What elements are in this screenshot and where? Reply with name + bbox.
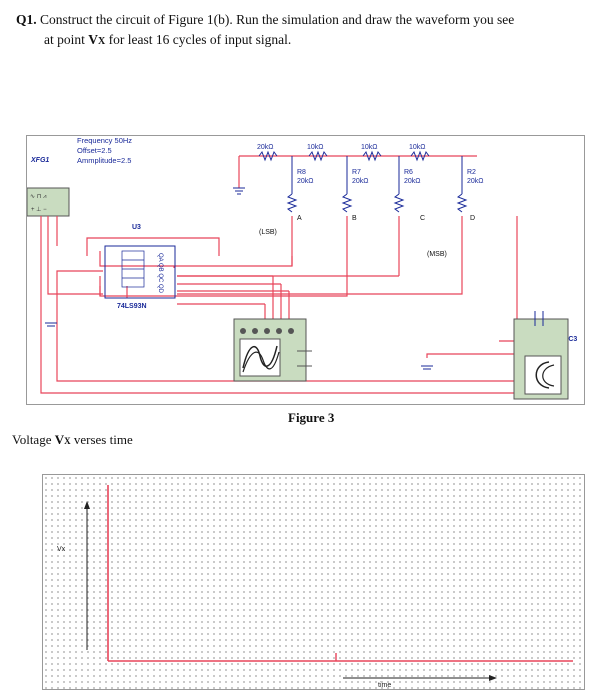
node-a: A	[297, 215, 302, 222]
x-arrow-head	[489, 675, 497, 681]
gen-name: XFG1	[30, 157, 49, 164]
node-c: C	[420, 215, 425, 222]
question-number: Q1.	[16, 12, 37, 27]
circuit-svg: Frequency 50Hz Offset=2.5 Ammplitude=2.5…	[26, 136, 577, 400]
waveform-plot-area[interactable]: Vx time	[42, 474, 585, 690]
plot-axes-svg: Vx time	[57, 485, 573, 689]
y-arrow-head	[84, 501, 90, 509]
counter-part: 74LS93N	[117, 303, 147, 310]
counter-ref: U3	[132, 224, 141, 231]
res-r7-value: 20kΩ	[352, 178, 369, 185]
gen-amplitude: Ammplitude=2.5	[77, 156, 131, 165]
res-r8-value: 20kΩ	[297, 178, 314, 185]
res-r6-name: R6	[404, 169, 413, 176]
res-r6-value: 20kΩ	[404, 178, 421, 185]
question-text: Q1. Construct the circuit of Figure 1(b)…	[16, 10, 586, 52]
circuit-schematic: Frequency 50Hz Offset=2.5 Ammplitude=2.5…	[26, 135, 585, 405]
x-axis-label: time	[378, 682, 391, 689]
figure-caption: Figure 3	[288, 410, 335, 425]
res-r8-name: R8	[297, 169, 306, 176]
voltage-label: Voltage VX verses time	[12, 432, 133, 447]
gen-offset: Offset=2.5	[77, 146, 112, 155]
top-res-1: 20kΩ	[257, 144, 274, 151]
node-b: B	[352, 215, 357, 222]
res-r7-name: R7	[352, 169, 361, 176]
top-res-4: 10kΩ	[409, 144, 426, 151]
vertical-resistors	[286, 156, 468, 213]
y-axis-label: Vx	[57, 546, 66, 553]
question-line2: at point VX for least 16 cycles of input…	[44, 32, 292, 47]
function-generator	[26, 187, 70, 217]
gen-frequency: Frequency 50Hz	[77, 136, 132, 145]
counter-side-label: QA QB QC QD	[157, 253, 163, 294]
res-r2-name: R2	[467, 169, 476, 176]
counter-ic	[104, 245, 176, 299]
msb-label: (MSB)	[427, 251, 447, 258]
top-resistors	[258, 150, 430, 162]
res-r2-value: 20kΩ	[467, 178, 484, 185]
lsb-label: (LSB)	[259, 229, 277, 236]
node-d: D	[470, 215, 475, 222]
gen-terminals: + ⊥ −	[31, 206, 47, 213]
top-res-2: 10kΩ	[307, 144, 324, 151]
question-line1: Construct the circuit of Figure 1(b). Ru…	[40, 12, 515, 27]
gen-wave-symbols: ∿ ⊓ ⩘	[30, 194, 47, 200]
top-res-3: 10kΩ	[361, 144, 378, 151]
ground-symbol	[45, 187, 433, 370]
